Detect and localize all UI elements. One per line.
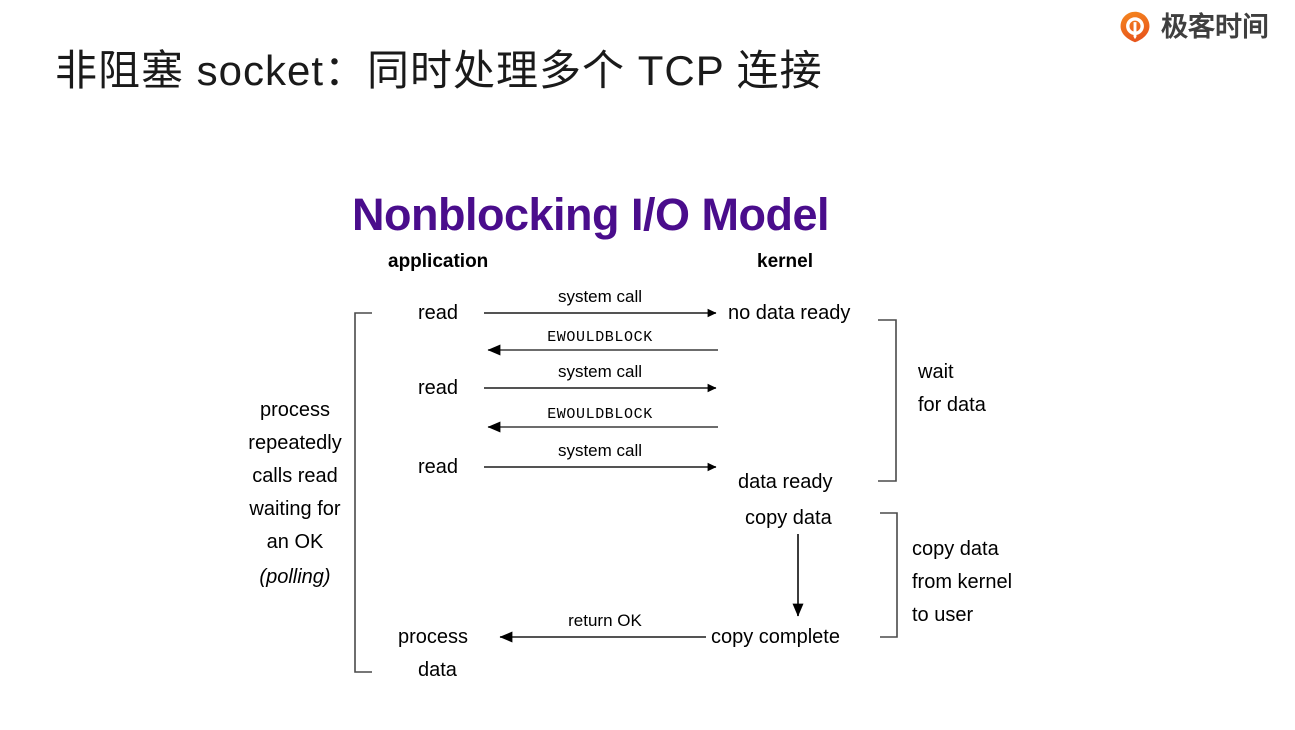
diagram-title: Nonblocking I/O Model bbox=[352, 189, 830, 240]
brand-name: 极客时间 bbox=[1161, 11, 1269, 42]
left-note-line-1: process bbox=[259, 399, 331, 421]
call-label-read-1: read bbox=[418, 302, 459, 324]
edge-label-system-call-3: system call bbox=[557, 441, 643, 460]
left-note-line-3: calls read bbox=[252, 465, 338, 487]
page-title: 非阻塞 socket：同时处理多个 TCP 连接 bbox=[55, 47, 823, 94]
left-note-polling: (polling) bbox=[259, 566, 331, 588]
bracket-label-for-data: for data bbox=[918, 394, 986, 416]
bracket-label-wait: wait bbox=[918, 361, 954, 383]
call-label-read-2: read bbox=[418, 377, 459, 399]
column-header-kernel: kernel bbox=[757, 251, 813, 272]
call-label-read-3: read bbox=[418, 456, 459, 478]
left-note-line-5: an OK bbox=[266, 531, 324, 553]
bracket-label-to-user: to user bbox=[912, 604, 974, 626]
kernel-step-copy-data: copy data bbox=[745, 507, 832, 529]
kernel-step-no-data-ready: no data ready bbox=[728, 302, 851, 324]
copy-data-bracket bbox=[880, 512, 898, 638]
geekbang-logo-icon bbox=[1120, 11, 1150, 43]
left-process-bracket bbox=[354, 312, 372, 673]
edge-label-ewouldblock-2: EWOULDBLOCK bbox=[547, 406, 653, 423]
edge-label-system-call-1: system call bbox=[557, 287, 643, 306]
wait-for-data-bracket bbox=[878, 319, 897, 482]
bracket-label-from-kernel: from kernel bbox=[912, 571, 1013, 593]
kernel-step-copy-complete: copy complete bbox=[711, 626, 840, 648]
edge-label-return-ok: return OK bbox=[568, 611, 642, 630]
bracket-label-copy-data: copy data bbox=[912, 538, 999, 560]
process-data-line-2: data bbox=[418, 659, 457, 681]
process-data-line-1: process bbox=[398, 626, 469, 648]
brand-logo: 极客时间 bbox=[1118, 10, 1269, 44]
edge-label-system-call-2: system call bbox=[557, 362, 643, 381]
column-header-application: application bbox=[388, 251, 489, 272]
edge-label-ewouldblock-1: EWOULDBLOCK bbox=[547, 329, 653, 346]
left-note-line-4: waiting for bbox=[249, 498, 341, 520]
left-note-line-2: repeatedly bbox=[248, 432, 342, 454]
kernel-step-data-ready: data ready bbox=[738, 471, 833, 493]
